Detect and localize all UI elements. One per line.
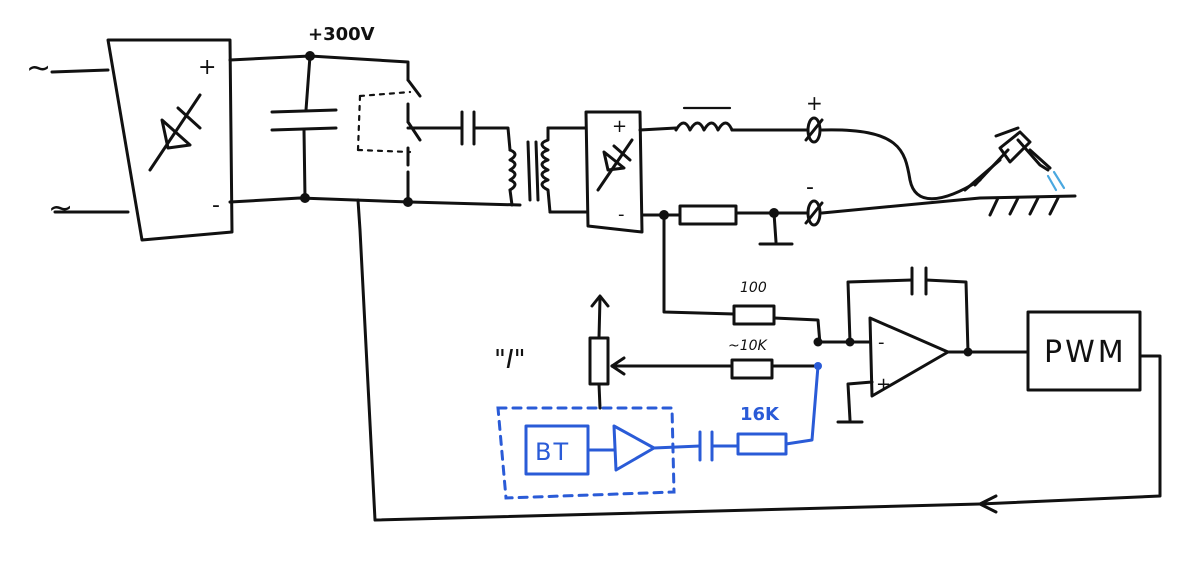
- potentiometer: [588, 294, 610, 410]
- rectifier1-minus-label: -: [212, 193, 220, 218]
- resistor-10k: [610, 356, 820, 380]
- feedback-wire-shunt: [662, 213, 736, 316]
- transformer: [508, 126, 588, 214]
- ground-wire: [772, 211, 778, 244]
- bluetooth-module-outline: [496, 406, 676, 500]
- bridge-rectifier-2: [584, 110, 644, 234]
- resistor-10k-label: ~10K: [728, 338, 769, 354]
- resistor-16k-label: 16K: [740, 404, 780, 425]
- dc-bus-negative: [228, 196, 522, 207]
- resistor-100-label: 100: [740, 280, 767, 296]
- injection-node: [814, 362, 822, 370]
- half-bridge-switches: [356, 78, 452, 204]
- pwm-feedback-loop: [356, 198, 1162, 522]
- rectifier2-minus-label: -: [618, 204, 625, 225]
- rectifier2-plus-label: +: [612, 116, 627, 137]
- series-capacitor: [448, 110, 512, 152]
- audio-amplifier: [586, 424, 702, 472]
- coupling-capacitor: [698, 430, 740, 462]
- ac-input: [50, 68, 130, 214]
- integrator-capacitor: [846, 266, 970, 354]
- electrode-holder: [820, 126, 1052, 201]
- pwm-block: [1026, 310, 1142, 392]
- ac-symbol-top: ~: [26, 51, 51, 86]
- output-plus-label: +: [806, 91, 823, 115]
- resistor-100: [732, 304, 822, 346]
- water-drops: [1046, 170, 1066, 192]
- switch-node: [403, 197, 413, 207]
- ac-symbol-bottom: ~: [48, 191, 73, 226]
- output-minus-label: -: [806, 175, 814, 200]
- rectifier1-plus-label: +: [198, 55, 216, 80]
- opamp: [836, 316, 1030, 424]
- output-terminal-plus: [804, 116, 824, 144]
- workpiece: [820, 194, 1077, 217]
- opamp-plus-label: +: [876, 374, 891, 395]
- output-terminal-minus: [804, 199, 824, 227]
- bus-voltage-label: +300V: [308, 24, 375, 45]
- resistor-16k: [736, 364, 820, 456]
- bulk-capacitor: [270, 54, 338, 200]
- bluetooth-label: BT: [535, 438, 570, 466]
- dc-bus-positive: [228, 54, 410, 82]
- current-set-label: "I": [494, 345, 526, 375]
- opamp-minus-label: -: [878, 332, 885, 353]
- pwm-label: PWM: [1044, 335, 1127, 370]
- bridge-rectifier-1: [106, 38, 234, 242]
- output-inductor: [638, 106, 810, 132]
